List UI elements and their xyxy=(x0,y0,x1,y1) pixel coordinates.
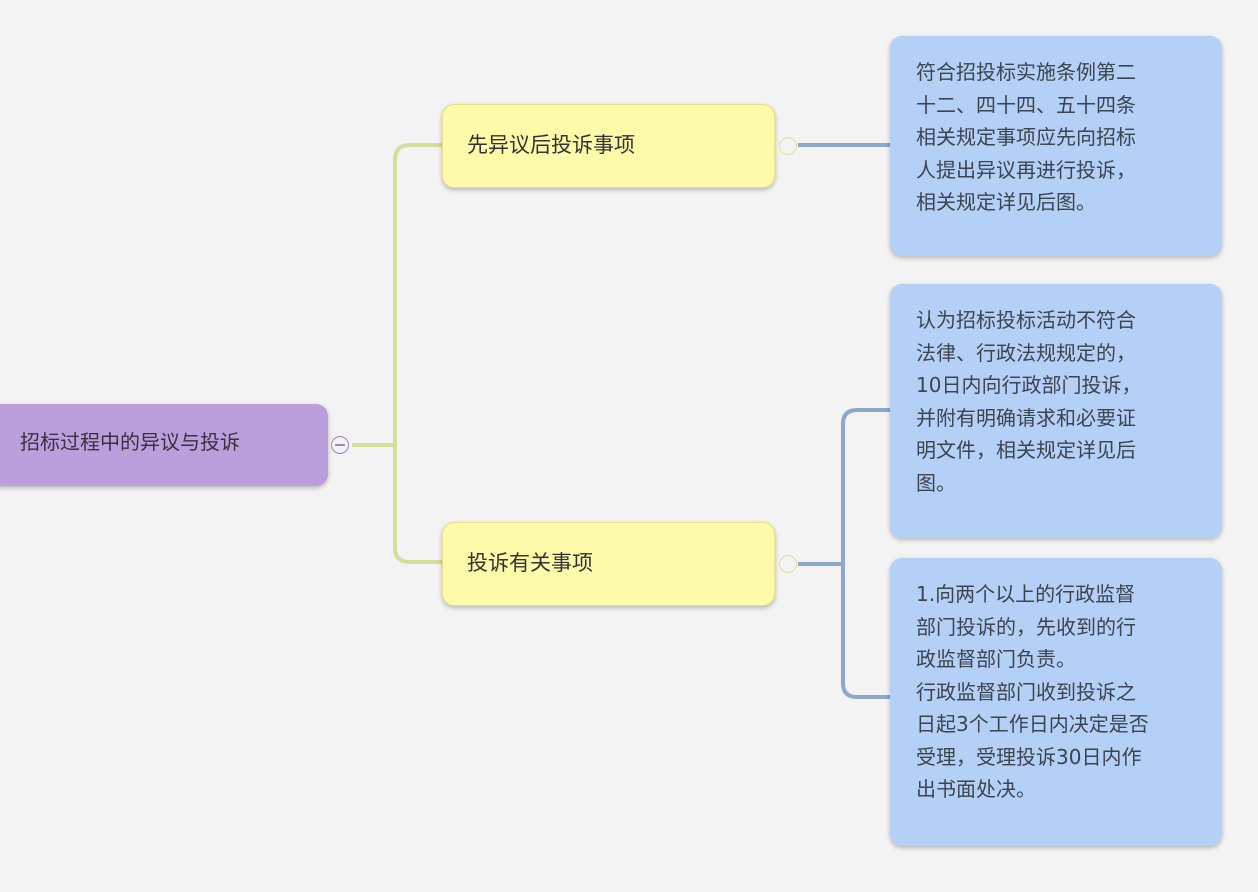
detail-text-line: 十二、四十四、五十四条 xyxy=(916,92,1136,117)
detail-text-line: 部门投诉的，先收到的行 xyxy=(916,614,1136,639)
detail-text-line: 认为招标投标活动不符合 xyxy=(916,308,1136,332)
detail-node[interactable]: 认为招标投标活动不符合 法律、行政法规规定的， 10日内向行政部门投诉， 并附有… xyxy=(890,284,1222,538)
detail-text-line: 受理，受理投诉30日内作 xyxy=(916,744,1142,769)
detail-text-line: 相关规定事项应先向招标 xyxy=(916,125,1136,149)
detail-text-line: 出书面处决。 xyxy=(916,777,1036,801)
detail-text-line: 10日内向行政部门投诉， xyxy=(916,373,1142,397)
detail-text-line: 法律、行政法规规定的， xyxy=(916,340,1136,365)
topic-node-complaint-matters[interactable]: 投诉有关事项 xyxy=(442,522,775,606)
detail-text-line: 行政监督部门收到投诉之 xyxy=(916,679,1136,704)
detail-text-line: 相关规定详见后图。 xyxy=(916,190,1096,214)
root-to-topics-connector xyxy=(352,143,442,564)
collapse-toggle-icon[interactable] xyxy=(779,555,797,573)
detail-text-line: 并附有明确请求和必要证 xyxy=(916,405,1136,430)
detail-text-line: 政监督部门负责。 xyxy=(916,647,1076,671)
topic2-to-details-connector xyxy=(798,408,890,699)
detail-text-line: 日起3个工作日内决定是否 xyxy=(916,712,1149,736)
detail-text-line: 1.向两个以上的行政监督 xyxy=(916,582,1136,606)
detail-text-line: 符合招投标实施条例第二 xyxy=(916,60,1136,84)
detail-text-line: 人提出异议再进行投诉， xyxy=(916,157,1136,182)
topic-label: 投诉有关事项 xyxy=(467,551,593,575)
topic-node-objection-first[interactable]: 先异议后投诉事项 xyxy=(442,104,775,188)
root-label: 招标过程中的异议与投诉 xyxy=(20,430,240,454)
collapse-toggle-icon[interactable] xyxy=(331,436,349,454)
detail-node[interactable]: 符合招投标实施条例第二 十二、四十四、五十四条 相关规定事项应先向招标 人提出异… xyxy=(890,36,1222,256)
root-node[interactable]: 招标过程中的异议与投诉 xyxy=(0,404,328,486)
topic-label: 先异议后投诉事项 xyxy=(467,133,635,157)
detail-node[interactable]: 1.向两个以上的行政监督 部门投诉的，先收到的行 政监督部门负责。 行政监督部门… xyxy=(890,558,1222,846)
collapse-toggle-icon[interactable] xyxy=(779,137,797,155)
detail-text-line: 图。 xyxy=(916,470,956,495)
detail-text-line: 明文件，相关规定详见后 xyxy=(916,438,1136,462)
